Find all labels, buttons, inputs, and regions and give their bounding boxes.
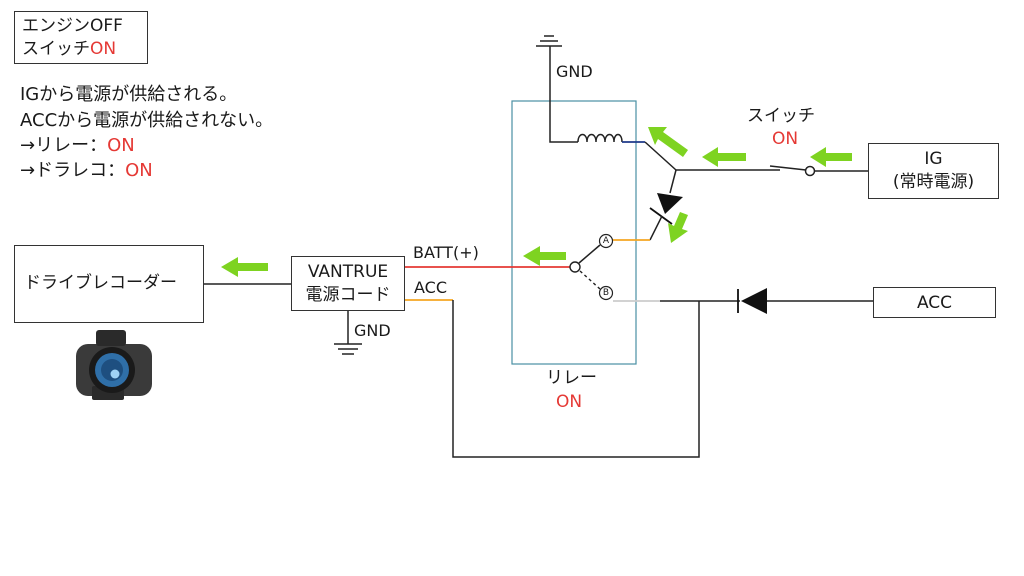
status-box: エンジンOFF スイッチON [14,11,148,64]
relay-ground-icon [536,35,562,47]
relay-result-state: ON [107,135,135,156]
arrow-ig-flow [810,147,852,167]
status-switch-state: ON [90,39,117,59]
terminal-a-label: A [602,236,610,246]
acc-source-label: ACC [916,293,953,313]
contact-dashed [579,270,601,290]
terminal-b [598,285,614,301]
arrow-diode-flow [668,212,688,243]
ig-label: IG [924,149,943,169]
power-cord-line1: VANTRUE [307,262,389,282]
relay-label: リレー [546,368,597,388]
switch-state: ON [772,129,799,149]
terminal-a [598,233,614,249]
explanation-line4: →ドラレコ：ON [20,160,153,182]
relay-diode-icon [649,193,683,225]
drive-recorder-label: ドライブレコーダー [24,273,177,293]
recorder-result-state: ON [125,160,153,181]
recorder-result-label: →ドラレコ： [20,160,126,181]
coil-gnd-wire [549,46,578,143]
acc-wire-label: ACC [414,278,448,297]
arrow-recorder-flow [221,257,268,277]
relay-result-label: →リレー： [20,135,108,156]
switch-label: スイッチ [747,106,815,126]
cord-gnd-label: GND [354,321,391,340]
diode-to-a-wire [649,215,663,241]
relay-coil-icon [577,133,623,143]
status-line1: エンジンOFF [22,16,123,36]
arrow-coil-flow [648,127,688,157]
power-cord-line2: 電源コード [305,285,391,305]
cord-ground-icon [334,343,362,355]
coil-to-junction-wire [644,141,677,171]
relay-enclosure [511,100,637,365]
status-line2: スイッチON [22,38,116,60]
flow-arrows [221,127,852,277]
arrow-switch-flow [702,147,746,167]
explanation-line1: IGから電源が供給される。 [20,84,238,105]
acc-source-box: ACC [873,287,996,318]
contact-arm [578,244,601,264]
switch-symbol [769,165,816,177]
ig-sublabel: (常時電源) [892,172,975,192]
ig-source-box: IG (常時電源) [868,143,999,199]
status-switch-label: スイッチ [22,39,90,59]
power-cord-box: VANTRUE 電源コード [291,256,405,311]
common-contact [569,261,581,273]
batt-label: BATT(+) [413,243,479,262]
relay-gnd-label: GND [556,62,593,81]
terminal-b-label: B [602,288,610,298]
dashcam-icon [76,330,152,400]
arrow-relay-flow [523,246,566,266]
drive-recorder-box: ドライブレコーダー [14,245,204,323]
explanation-line2: ACCから電源が供給されない。 [20,110,274,131]
explanation-line3: →リレー：ON [20,135,135,157]
junction-to-diode-wire [669,169,677,194]
relay-state: ON [556,392,583,412]
acc-diode-icon [737,288,767,314]
acc-loop-wire [452,300,700,458]
